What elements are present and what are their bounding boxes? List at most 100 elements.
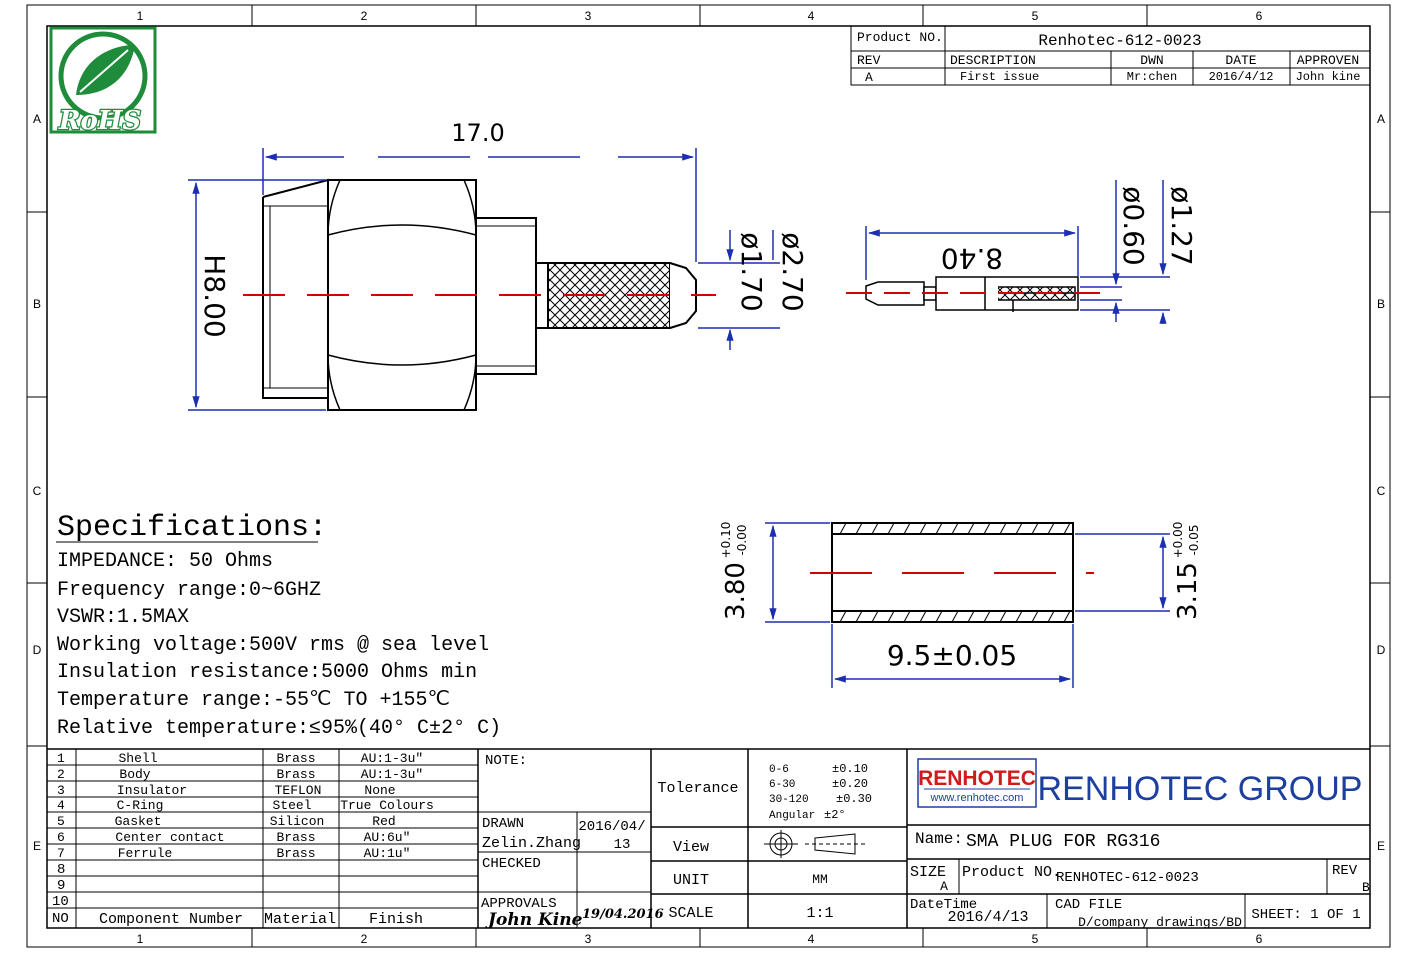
rev-dwn-label: DWN <box>1140 53 1163 68</box>
bom-no: 10 <box>52 894 69 910</box>
rev-product-no-label: Product NO. <box>857 30 943 45</box>
bom-no: 2 <box>57 767 65 782</box>
dim-length: 17.0 <box>451 119 504 147</box>
zone-col-6-bottom: 6 <box>1256 932 1263 946</box>
scale-value: 1:1 <box>806 905 833 922</box>
rev-row-dwn: Mr:chen <box>1127 70 1177 84</box>
dim-pin-length: 8.40 <box>941 242 1003 275</box>
revision-texts: Product NO. Renhotec-612-0023 REV DESCRI… <box>857 30 1360 85</box>
rev-approven-label: APPROVEN <box>1297 53 1359 68</box>
rev-row-description: First issue <box>960 70 1039 84</box>
dim-d2: ø2.70 <box>776 232 809 311</box>
bom-component: Shell <box>118 751 157 766</box>
tolerance-value-4: ±2° <box>824 808 846 822</box>
zone-col-5-top: 5 <box>1032 9 1039 23</box>
zone-labels: 1 2 3 4 5 6 1 2 3 4 5 6 A B C D E A B C … <box>33 9 1386 946</box>
bom-row: 7 Ferrule Brass AU:1u" <box>57 846 410 861</box>
name-value: SMA PLUG FOR RG316 <box>966 832 1160 852</box>
tolerance-label: Tolerance <box>657 780 738 797</box>
rev-date-label: DATE <box>1225 53 1256 68</box>
dim-ferrule-length: 9.5±0.05 <box>887 639 1017 672</box>
rev-product-no: Renhotec-612-0023 <box>1038 32 1201 50</box>
zone-row-e-left: E <box>33 839 41 853</box>
bom-no: 8 <box>57 862 65 878</box>
zone-col-5-bottom: 5 <box>1032 932 1039 946</box>
spec-line-1: IMPEDANCE: 50 Ohms <box>57 550 273 573</box>
bom-row: 4 C-Ring Steel True Colours <box>57 798 434 813</box>
bom-component: Gasket <box>115 814 162 829</box>
dimensions-pin <box>865 180 1170 324</box>
spec-line-3: VSWR:1.5MAX <box>57 606 189 629</box>
title-block-texts: NOTE: DRAWN Zelin.Zhang 2016/04/ 13 CHEC… <box>481 753 872 930</box>
center-pin-view <box>865 276 1079 312</box>
bom-grid <box>47 748 1370 928</box>
zone-col-1-bottom: 1 <box>137 932 144 946</box>
spec-line-2: Frequency range:0~6GHZ <box>57 579 321 602</box>
dim-pin-d2: ø1.27 <box>1165 186 1198 265</box>
outer-frame <box>26 4 1391 948</box>
view-label: View <box>673 839 709 856</box>
zone-row-d-left: D <box>33 643 42 657</box>
scale-label: SCALE <box>668 905 713 922</box>
bom-header-no: NO <box>52 911 69 927</box>
bom-header-material: Material <box>264 911 336 928</box>
drawn-name: Zelin.Zhang <box>482 835 581 852</box>
drawn-date-2: 13 <box>614 837 631 853</box>
spec-line-5: Insulation resistance:5000 Ohms min <box>57 661 477 684</box>
sheet-number: SHEET: 1 OF 1 <box>1251 907 1360 923</box>
dim-pin-d1: ø0.60 <box>1117 186 1150 265</box>
bom-no: 4 <box>57 798 65 813</box>
tolerance-range-2: 6-30 <box>769 779 795 791</box>
zone-col-3-bottom: 3 <box>585 932 592 946</box>
bom-row: 2 Body Brass AU:1-3u" <box>57 767 423 782</box>
bom-material: TEFLON <box>275 783 322 798</box>
unit-value: MM <box>812 872 828 887</box>
bom-row: 3 Insulator TEFLON None <box>57 783 396 798</box>
bom-material: Brass <box>276 830 315 845</box>
bom-no: 7 <box>57 846 65 861</box>
rev-label-title: REV <box>1332 863 1358 879</box>
brand-url: www.renhotec.com <box>930 792 1024 804</box>
bom-finish: AU:1u" <box>364 846 411 861</box>
product-no-label: Product NO. <box>962 864 1061 881</box>
drawn-label: DRAWN <box>482 816 524 832</box>
rev-description-label: DESCRIPTION <box>950 53 1036 68</box>
cad-file-value: D/company drawings/BD <box>1078 915 1242 930</box>
bom-finish: None <box>364 783 395 798</box>
bom-finish: AU:1-3u" <box>361 767 423 782</box>
zone-row-c-right: C <box>1377 484 1386 498</box>
zone-col-2-top: 2 <box>361 9 368 23</box>
bom-finish: AU:6u" <box>364 830 411 845</box>
rohs-logo: RoHS <box>49 26 157 137</box>
ferrule-hatch <box>839 522 1071 623</box>
dim-ferrule-id-plus: +0.00 <box>1171 522 1185 559</box>
dim-d1: ø1.70 <box>735 232 768 311</box>
zone-row-c-left: C <box>33 484 42 498</box>
zone-col-1-top: 1 <box>137 9 144 23</box>
spec-line-6: Temperature range:-55℃ TO +155℃ <box>57 689 450 712</box>
dim-ferrule-od-plus: +0.10 <box>719 522 733 559</box>
company-name: RENHOTEC GROUP <box>1038 770 1363 808</box>
bom-material: Steel <box>272 798 311 813</box>
zone-row-e-right: E <box>1377 839 1385 853</box>
dim-ferrule-od: 3.80 <box>721 562 751 620</box>
bom-material: Brass <box>276 751 315 766</box>
bom-material: Brass <box>276 767 315 782</box>
bom-finish: Red <box>372 814 395 829</box>
rev-row-approven: John kine <box>1296 70 1361 84</box>
product-no-value: RENHOTEC-612-0023 <box>1056 870 1199 886</box>
bom-no: 3 <box>57 783 65 798</box>
rohs-text: RoHS <box>58 106 141 136</box>
zone-row-b-right: B <box>1377 297 1385 311</box>
zone-col-3-top: 3 <box>585 9 592 23</box>
rev-value-title: B <box>1362 880 1370 895</box>
title-block-product: Name: SMA PLUG FOR RG316 SIZE A Product … <box>910 830 1370 930</box>
zone-ticks <box>27 5 1390 947</box>
bom-finish: AU:1-3u" <box>361 751 423 766</box>
tolerance-range-3: 30-120 <box>769 794 809 806</box>
dimensions-main <box>188 148 780 411</box>
bom-no: 6 <box>57 830 65 845</box>
tolerance-value-3: ±0.30 <box>836 792 872 806</box>
cad-file-label: CAD FILE <box>1055 897 1122 913</box>
